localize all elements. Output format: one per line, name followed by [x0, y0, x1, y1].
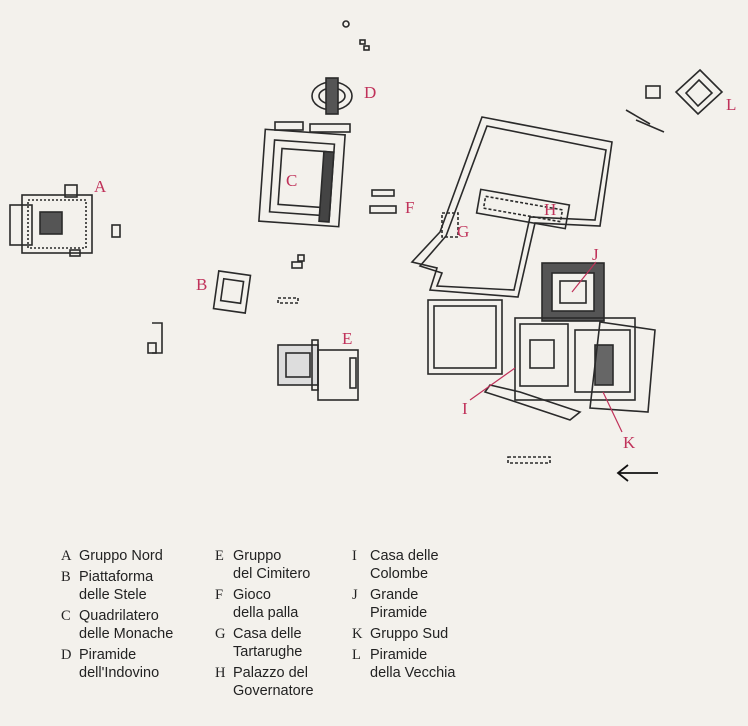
- map-label-k: K: [623, 433, 636, 452]
- piramide-indovino-structure: [311, 20, 370, 115]
- gruppo-cimitero-structure: [277, 339, 359, 401]
- map-label-a: A: [94, 177, 107, 196]
- gioco-palla-structure: [369, 189, 397, 214]
- palazzo-governatore-platform: [410, 116, 613, 298]
- map-label-d: D: [364, 83, 377, 102]
- piramide-vecchia-structure: [625, 68, 724, 133]
- map-label-b: B: [196, 275, 208, 294]
- site-plan-map: [9, 20, 724, 482]
- map-label-f: F: [405, 198, 415, 217]
- piattaforma-stele-structure: [212, 254, 305, 314]
- gruppo-nord-structure: [9, 184, 121, 257]
- gruppo-sud-complex: [427, 262, 656, 421]
- map-label-l: L: [726, 95, 737, 114]
- map-label-g: G: [457, 222, 470, 241]
- map-label-i: I: [462, 399, 468, 418]
- north-arrow-icon: [616, 464, 658, 482]
- quadrilatero-monache-structure: [258, 121, 351, 228]
- map-label-h: H: [544, 200, 557, 219]
- map-label-e: E: [342, 329, 353, 348]
- map-label-j: J: [592, 245, 599, 264]
- map-label-c: C: [286, 171, 298, 190]
